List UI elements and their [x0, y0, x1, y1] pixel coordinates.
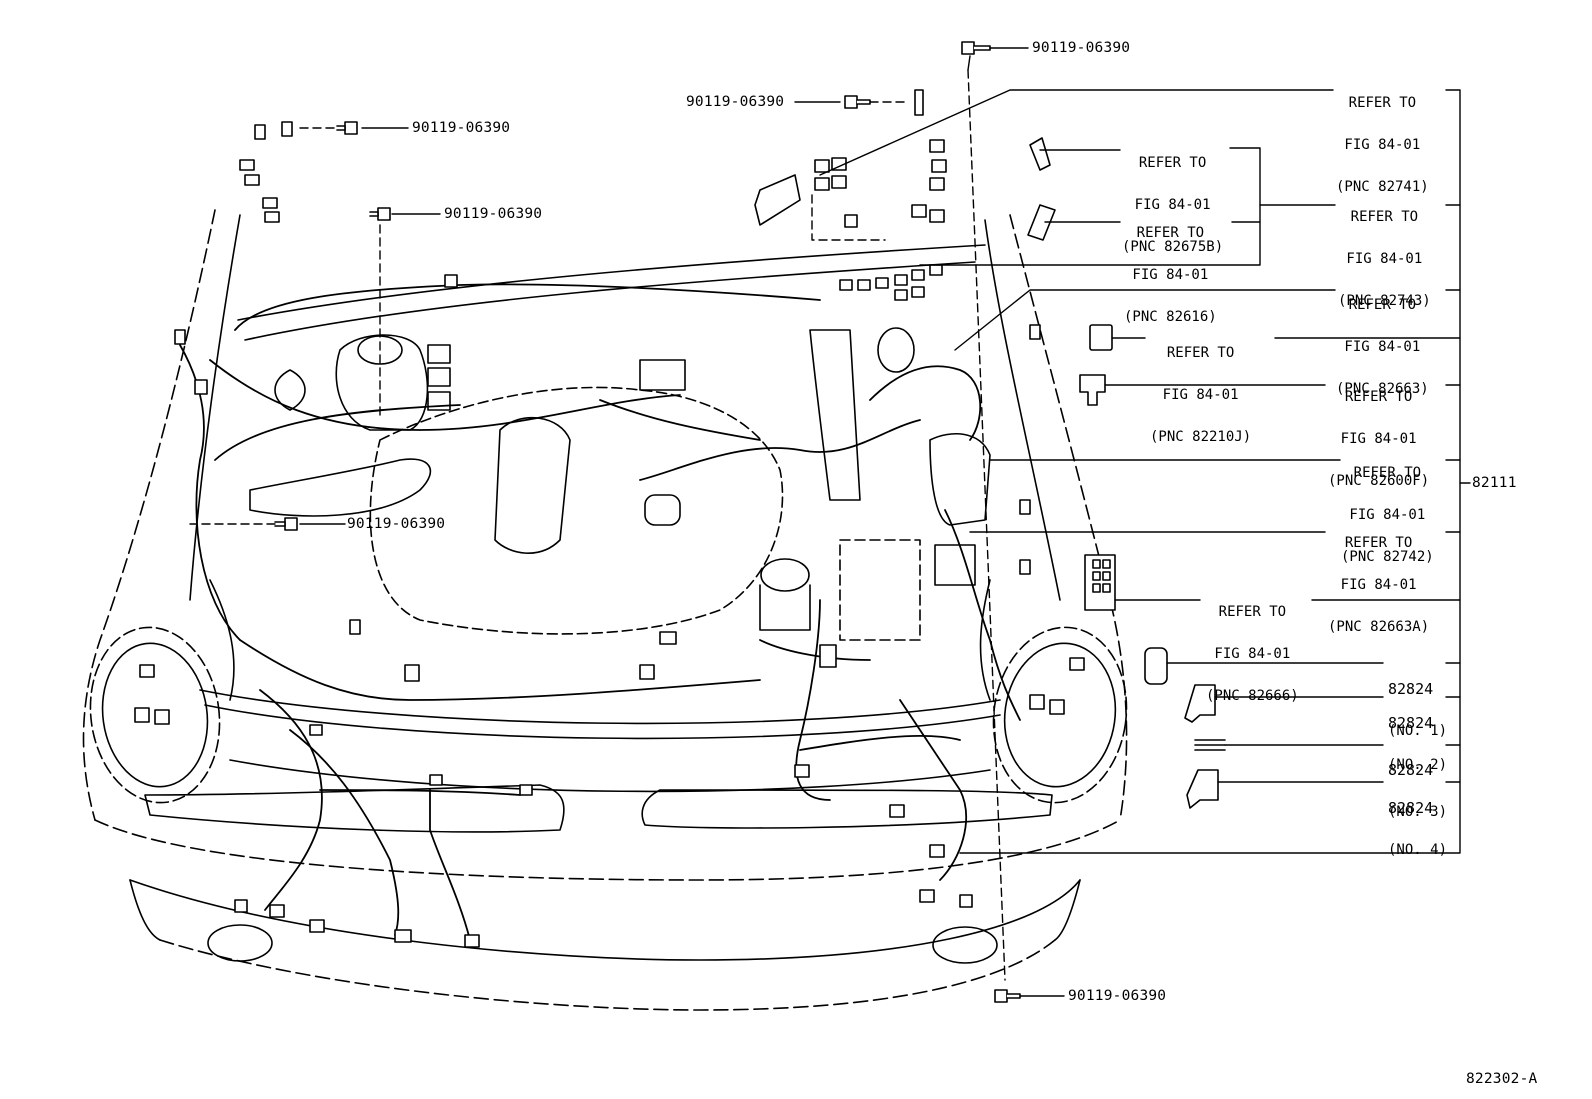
refer-line3: (PNC 82663A)	[1328, 619, 1430, 635]
connectors	[134, 89, 1116, 948]
refer-callout-82666: REFER TO FIG 84-01 (PNC 82666)	[1206, 577, 1299, 717]
engine-bay	[249, 327, 991, 641]
terminal-part: 82824	[1388, 761, 1434, 779]
refer-line2: FIG 84-01	[1344, 137, 1421, 153]
terminal-part: 82824	[1388, 680, 1434, 698]
refer-line2: FIG 84-01	[1349, 507, 1426, 523]
front-bumper	[94, 819, 1121, 881]
bolt-icon	[369, 207, 391, 221]
refer-callout-82743: REFER TO FIG 84-01 (PNC 82743)	[1338, 182, 1431, 322]
refer-line3: (PNC 82675B)	[1122, 239, 1224, 255]
terminal-callout-no4: 82824 (NO. 4)	[1388, 773, 1447, 871]
terminal-note: (NO. 2)	[1388, 757, 1448, 773]
engine-block	[369, 386, 784, 635]
bolt-icon	[844, 95, 871, 109]
refer-line2: FIG 84-01	[1134, 197, 1211, 213]
refer-line1: REFER TO	[1138, 155, 1207, 171]
bolt-label: 90119-06390	[686, 94, 785, 110]
refer-line1: REFER TO	[1348, 95, 1417, 111]
vehicle-body	[82, 209, 1128, 1011]
refer-callout-82663A: REFER TO FIG 84-01 (PNC 82663A)	[1328, 508, 1429, 648]
refer-line1: REFER TO	[1344, 535, 1413, 551]
fuse-82600F-icon	[1079, 374, 1106, 406]
main-part-number: 82111	[1472, 475, 1517, 491]
refer-line1: REFER TO	[1166, 345, 1235, 361]
refer-line2: FIG 84-01	[1132, 267, 1209, 283]
refer-line2: FIG 84-01	[1214, 646, 1291, 662]
terminal-no3-icon	[1194, 739, 1226, 751]
bolt-label: 90119-06390	[1032, 40, 1131, 56]
grille-opening-right	[641, 789, 1053, 829]
grille-opening-left	[144, 784, 565, 833]
battery-area	[839, 539, 921, 641]
refer-line2: FIG 84-01	[1162, 387, 1239, 403]
bolt-label: 90119-06390	[444, 206, 543, 222]
terminal-no2-icon	[1184, 684, 1216, 723]
clip-82675B-icon	[1029, 137, 1051, 171]
refer-callout-82663: REFER TO FIG 84-01 (PNC 82663)	[1336, 270, 1429, 410]
hood-right-edge	[1009, 214, 1128, 821]
hood-left-edge	[82, 209, 216, 821]
refer-callout-82616: REFER TO FIG 84-01 (PNC 82616)	[1124, 198, 1217, 338]
refer-line3: (PNC 82600F)	[1328, 473, 1430, 489]
reservoir-tank	[335, 334, 429, 431]
fog-lamp-right	[932, 926, 998, 964]
relay-box	[929, 433, 991, 526]
part-icons	[1027, 137, 1226, 809]
terminal-part: 82824	[1388, 799, 1434, 817]
bolts	[274, 41, 1021, 1003]
clip-82616-icon	[1027, 204, 1056, 241]
refer-line2: FIG 84-01	[1346, 251, 1423, 267]
bolt-label: 90119-06390	[412, 120, 511, 136]
bolt-icon	[961, 41, 991, 55]
refer-callout-82600F: REFER TO FIG 84-01 (PNC 82600F)	[1328, 362, 1429, 502]
bolt-label: 90119-06390	[347, 516, 446, 532]
refer-line3: (PNC 82666)	[1206, 688, 1299, 704]
bolt-icon	[336, 121, 358, 135]
terminal-note: (NO. 1)	[1388, 723, 1448, 739]
terminal-note: (NO. 3)	[1388, 804, 1448, 820]
refer-line2: FIG 84-01	[1340, 577, 1417, 593]
refer-line3: (PNC 82741)	[1336, 179, 1429, 195]
terminal-callout-no2: 82824 (NO. 2)	[1388, 688, 1447, 786]
refer-line3: (PNC 82210J)	[1150, 429, 1252, 445]
bolt-icon	[994, 989, 1021, 1003]
wiring-harness	[179, 283, 1021, 941]
refer-line3: (PNC 82616)	[1124, 309, 1217, 325]
headlight-right	[1003, 642, 1117, 788]
refer-line1: REFER TO	[1353, 465, 1422, 481]
fog-lamp-left	[207, 924, 273, 962]
refer-line1: REFER TO	[1348, 297, 1417, 313]
refer-callout-82210J: REFER TO FIG 84-01 (PNC 82210J)	[1150, 318, 1251, 458]
fuse-82210J-icon	[1089, 324, 1113, 351]
refer-line1: REFER TO	[1344, 389, 1413, 405]
refer-line3: (PNC 82743)	[1338, 293, 1431, 309]
bolt-label: 90119-06390	[1068, 988, 1167, 1004]
refer-line2: FIG 84-01	[1344, 339, 1421, 355]
refer-line2: FIG 84-01	[1340, 431, 1417, 447]
refer-line3: (PNC 82663)	[1336, 381, 1429, 397]
refer-callout-82741: REFER TO FIG 84-01 (PNC 82741)	[1336, 68, 1429, 208]
headlight-left	[101, 642, 209, 788]
leader-lines	[189, 47, 1471, 997]
refer-line3: (PNC 82742)	[1341, 549, 1434, 565]
terminal-part: 82824	[1388, 714, 1434, 732]
refer-line1: REFER TO	[1350, 209, 1419, 225]
terminal-note: (NO. 4)	[1388, 842, 1448, 858]
refer-line1: REFER TO	[1218, 604, 1287, 620]
figure-id: 822302-A	[1466, 1071, 1538, 1087]
terminal-callout-no3: 82824 (NO. 3)	[1388, 735, 1447, 833]
refer-callout-82675B: REFER TO FIG 84-01 (PNC 82675B)	[1122, 128, 1223, 268]
strut-mount-left	[274, 369, 306, 411]
terminal-no4-icon	[1186, 769, 1219, 809]
refer-callout-82742: REFER TO FIG 84-01 (PNC 82742)	[1341, 438, 1434, 578]
terminal-no1-icon	[1144, 647, 1168, 685]
terminal-callout-no1: 82824 (NO. 1)	[1388, 654, 1447, 752]
intake-pipe	[249, 458, 432, 517]
bolt-icon	[274, 517, 298, 531]
refer-line1: REFER TO	[1136, 225, 1205, 241]
oil-filler-cap	[760, 558, 810, 592]
